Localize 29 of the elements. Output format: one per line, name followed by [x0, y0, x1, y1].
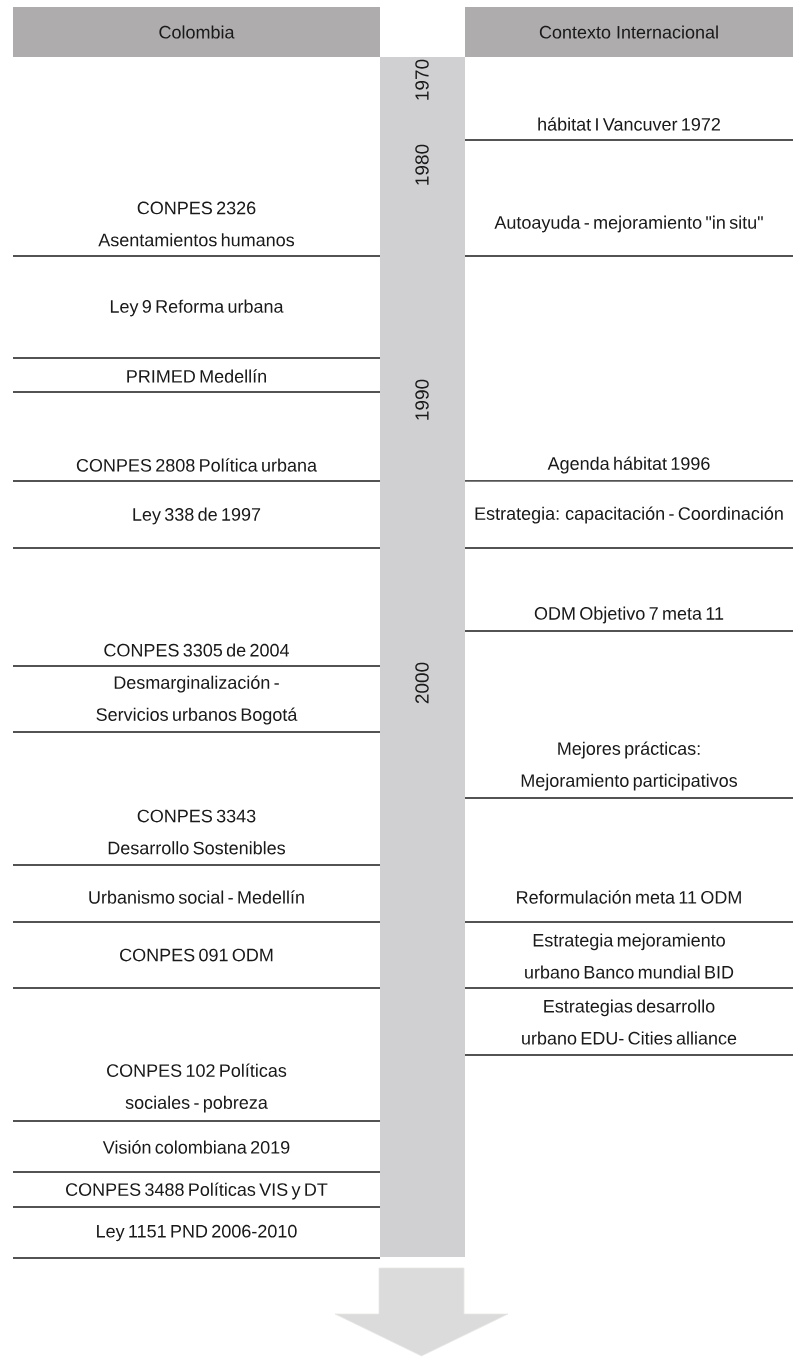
- timeline-entry: Estrategia mejoramiento urbano Banco mundial BID: [464, 933, 793, 989]
- year-label: 1970: [415, 59, 429, 100]
- timeline-entry: Agenda hábitat 1996: [464, 456, 793, 482]
- timeline-entry: Ley 1151 PND 2006-2010: [12, 1224, 381, 1259]
- timeline-entry: PRIMED Medellín: [12, 369, 381, 393]
- timeline-entry: Desmarginalización - Servicios urbanos Bogotá: [12, 675, 381, 733]
- column-header: Colombia: [13, 7, 380, 57]
- timeline-entry: CONPES 2326 Asentamientos humanos: [12, 201, 381, 257]
- timeline-entry: CONPES 091 ODM: [12, 948, 381, 989]
- timeline-entry: hábitat I Vancuver 1972: [464, 117, 793, 141]
- timeline-entry: CONPES 3343 Desarrollo Sostenibles: [12, 809, 381, 866]
- timeline-entry: Visión colombiana 2019: [12, 1140, 381, 1173]
- timeline-entry: Autoayuda - mejoramiento "in situ": [464, 215, 793, 257]
- timeline-entry: Urbanismo social - Medellín: [12, 890, 381, 923]
- timeline-entry: CONPES 2808 Política urbana: [12, 458, 381, 482]
- timeline-entry: ODM Objetivo 7 meta 11: [464, 606, 793, 632]
- year-label: 2000: [415, 662, 429, 704]
- column-header: Contexto Internacional: [465, 7, 793, 57]
- timeline-entry: CONPES 3488 Políticas VIS y DT: [12, 1182, 381, 1208]
- timeline-entry: Estrategia: capacitación - Coordinación: [464, 506, 793, 549]
- timeline-entry: Reformulación meta 11 ODM: [464, 890, 793, 923]
- year-label: 1980: [415, 144, 429, 185]
- timeline-entry: Estrategias desarrollo urbano EDU- Cities alliance: [464, 999, 793, 1056]
- timeline-entry: Mejores prácticas: Mejoramiento participativos: [464, 741, 793, 799]
- timeline-entry: CONPES 102 Políticas sociales - pobreza: [12, 1063, 381, 1122]
- timeline-entry: Ley 338 de 1997: [12, 507, 381, 549]
- timeline-entry: Ley 9 Reforma urbana: [12, 299, 381, 359]
- timeline-entry: CONPES 3305 de 2004: [12, 643, 381, 667]
- year-label: 1990: [415, 379, 429, 420]
